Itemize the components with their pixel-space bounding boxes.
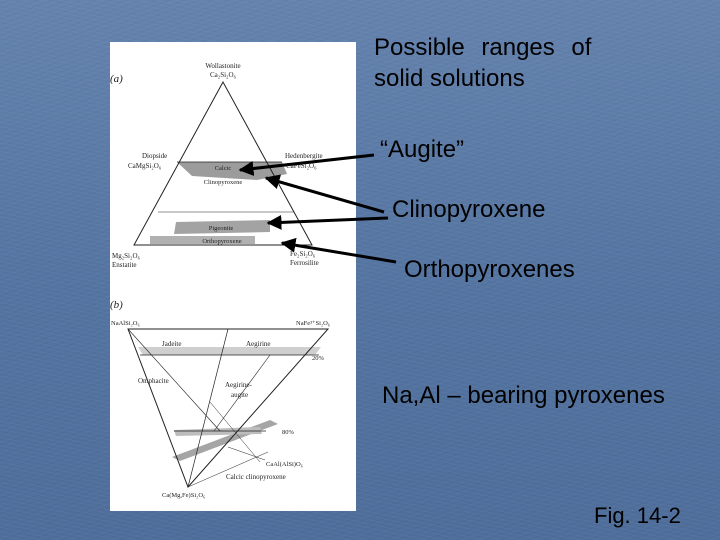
hedenbergite-formula: CaFeSi₂O₆: [286, 162, 317, 170]
jadeite-label: Jadeite: [162, 340, 181, 348]
orthopyroxene-field: [150, 236, 255, 244]
omphacite-label: Omphacite: [138, 377, 169, 385]
tie-line-1: [209, 401, 261, 463]
panel-b-letter: (b): [110, 299, 123, 311]
enstatite-label: Enstatite: [112, 261, 137, 269]
calcic-clinopyroxene-b-label: Calcic clinopyroxene: [226, 473, 286, 481]
nafesi-formula: NaFe³⁺Si₂O₆: [296, 320, 330, 327]
label-clinopyroxene: Clinopyroxene: [392, 196, 546, 223]
ferrosilite-formula: Fe₂Si₂O₆: [290, 250, 316, 258]
wollastonite-label: Wollastonite: [205, 62, 240, 70]
naalsi-formula: NaAlSi₂O₆: [111, 320, 140, 327]
aegirine-augite-label-1: Aegirine-: [225, 381, 252, 389]
jadeite-aegirine-band: [138, 347, 321, 355]
label-augite: “Augite”: [380, 136, 465, 163]
calcic-label: Calcic: [215, 165, 232, 172]
panel-a-letter: (a): [110, 73, 123, 85]
pyroxene-diagram-figure: (a) Wollastonite Ca₂Si₂O₆ Calcic Clinopy…: [110, 42, 356, 511]
eighty-percent-label: 80%: [282, 429, 295, 436]
caal-tie: [227, 446, 266, 461]
wollastonite-formula: Ca₂Si₂O₆: [210, 71, 237, 79]
pigeonite-label: Pigeonite: [209, 225, 234, 232]
bottom-formula: Ca(Mg,Fe)Si₂O₆: [162, 492, 205, 499]
orthopyroxene-label: Orthopyroxene: [202, 238, 241, 245]
pigeonite-field: [174, 220, 270, 234]
aegirine-label: Aegirine: [246, 340, 271, 348]
tie-line-2: [187, 451, 269, 488]
title-line-1: Possible ranges of: [374, 34, 592, 61]
diopside-label: Diopside: [142, 152, 167, 160]
ferrosilite-label: Ferrosilite: [290, 259, 319, 267]
figure-caption: Fig. 14-2: [594, 503, 681, 528]
80-percent-band: [174, 427, 262, 436]
title-line-2: solid solutions: [374, 65, 525, 92]
twenty-percent-label: 20%: [312, 355, 325, 362]
aegirine-augite-label-2: augite: [231, 391, 248, 399]
enstatite-formula: Mg₂Si₂O₆: [112, 252, 140, 260]
label-orthopyroxenes: Orthopyroxenes: [404, 256, 575, 283]
slide-title: Possible ranges of solid solutions: [374, 32, 591, 94]
omphacite-divider-left: [127, 328, 221, 432]
hedenbergite-label: Hedenbergite: [285, 152, 323, 160]
diopside-formula: CaMgSi₂O₆: [128, 162, 162, 170]
label-na-al-pyroxenes: Na,Al – bearing pyroxenes: [382, 382, 665, 409]
jadeite-aegirine-divider: [187, 328, 229, 488]
clinopyroxene-label: Clinopyroxene: [204, 179, 243, 186]
caal-formula: CaAl(AlSi)O₆: [266, 461, 303, 468]
